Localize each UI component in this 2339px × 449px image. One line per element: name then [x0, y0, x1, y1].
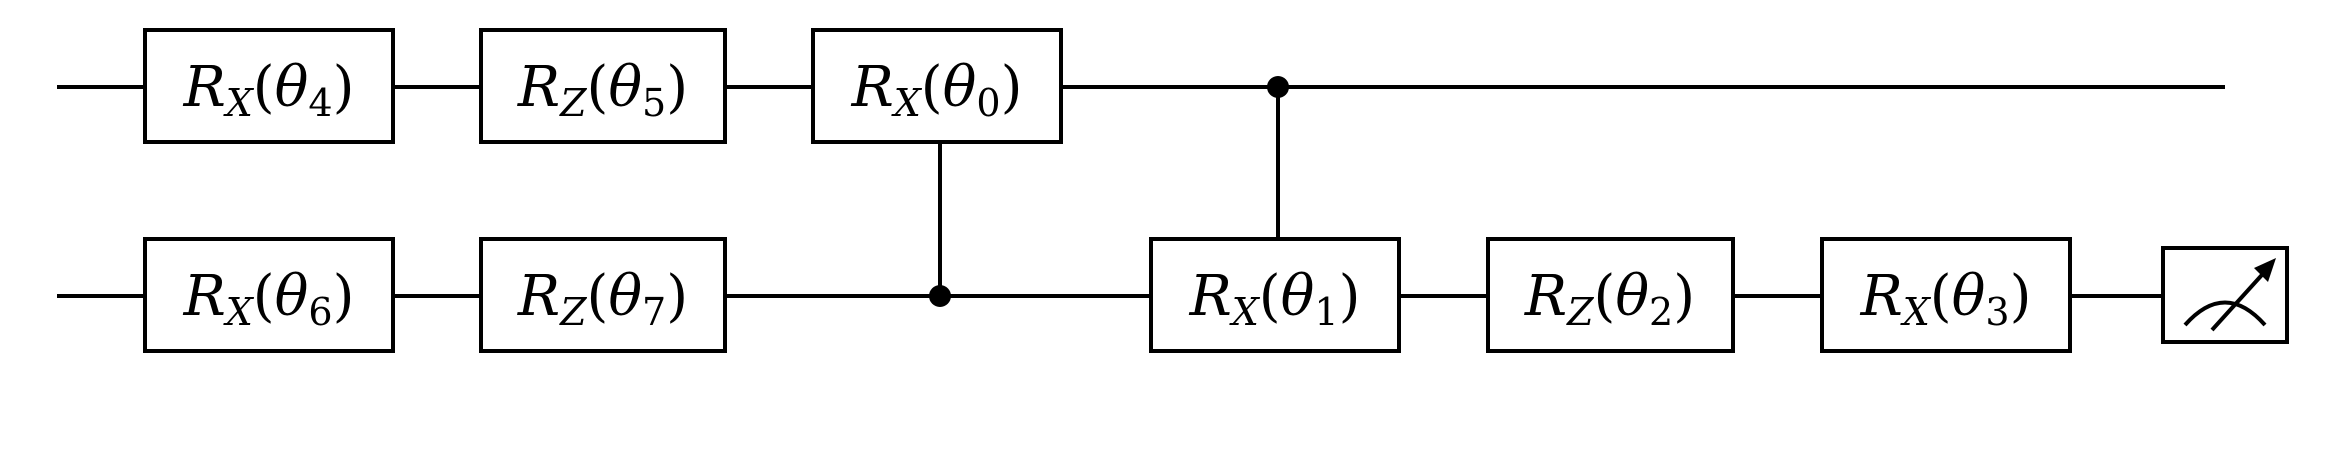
gate-rx-theta3: RX(θ3): [1820, 237, 2072, 353]
gate-label: RZ(θ2): [1524, 264, 1695, 334]
gate-label: RX(θ0): [851, 55, 1023, 125]
gate-label: RX(θ1): [1189, 264, 1361, 334]
gate-rx-theta1: RX(θ1): [1149, 237, 1401, 353]
gate-label: RX(θ4): [183, 55, 355, 125]
meter-icon: [2183, 300, 2267, 327]
gate-label: RZ(θ5): [517, 55, 688, 125]
control-dot-1: [929, 285, 951, 307]
gate-rz-theta5: RZ(θ5): [479, 28, 727, 144]
gate-rx-theta6: RX(θ6): [143, 237, 395, 353]
gate-label: RX(θ6): [183, 264, 355, 334]
measurement-gate: [2161, 246, 2289, 344]
gate-label: RX(θ3): [1860, 264, 2032, 334]
gate-rz-theta2: RZ(θ2): [1486, 237, 1735, 353]
gate-rx-theta0: RX(θ0): [811, 28, 1063, 144]
meter-needle: [2210, 264, 2272, 332]
gate-label: RZ(θ7): [517, 264, 688, 334]
gate-rx-theta4: RX(θ4): [143, 28, 395, 144]
control-dot-2: [1267, 76, 1289, 98]
gate-rz-theta7: RZ(θ7): [479, 237, 727, 353]
meter-needle-arrowhead: [2254, 258, 2276, 282]
